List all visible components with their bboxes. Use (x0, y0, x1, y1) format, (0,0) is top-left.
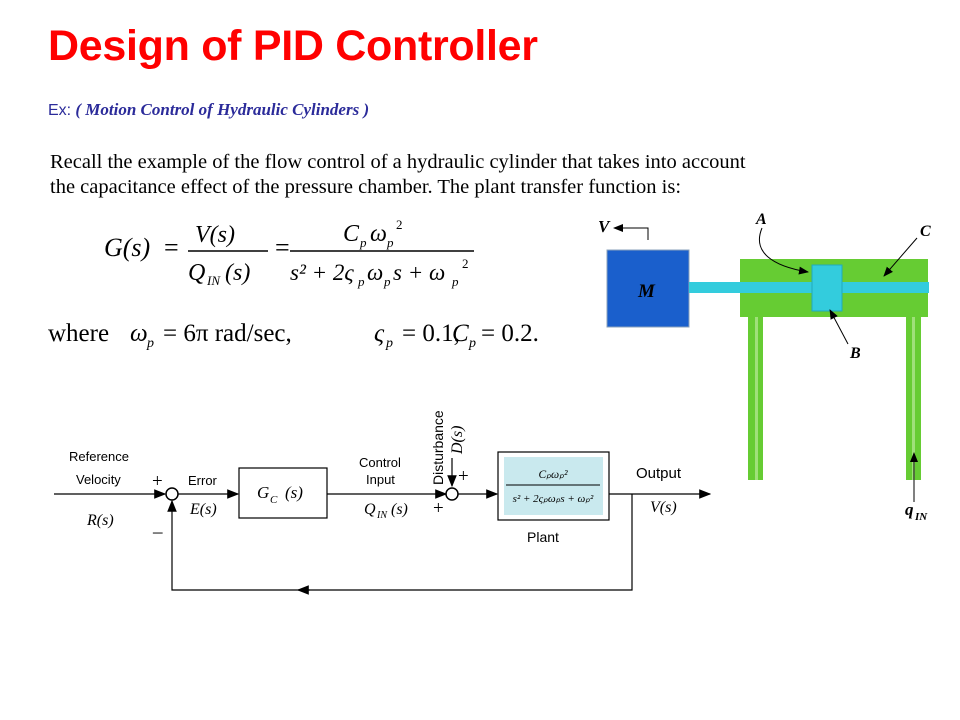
disturbance-signal: D(s) (449, 426, 466, 455)
transfer-function-equation: G(s) = V(s) Q IN (s) = C p ω p 2 s² + 2ς… (104, 217, 474, 289)
tf-den-sub-1: p (357, 274, 365, 289)
parameter-line: where ω p = 6π rad/sec, ς p = 0.1, C p =… (48, 320, 539, 351)
plant-denominator: s² + 2ςₚωₚs + ωₚ² (513, 493, 594, 505)
disturbance-label: Disturbance (430, 410, 446, 485)
feedback-path (167, 494, 633, 591)
leader-a (758, 227, 809, 275)
flow-q-sub: IN (914, 511, 928, 523)
param-c-value: = 0.2. (481, 320, 539, 347)
summer2-plus-left: + (433, 498, 444, 519)
param-zeta-value: = 0.1, (402, 320, 460, 347)
error-signal: E(s) (189, 501, 217, 518)
controller-block (238, 467, 328, 519)
param-zeta: ς (374, 320, 385, 347)
controller-sub: C (270, 494, 278, 506)
param-omega-sub: p (146, 336, 154, 351)
control-signal-sub: IN (376, 510, 388, 521)
tf-den-exp: 2 (462, 256, 469, 271)
tf-equals-2: = (275, 233, 290, 262)
reference-label-1: Reference (69, 449, 129, 464)
output-signal: V(s) (650, 499, 677, 516)
where-word: where (48, 320, 109, 347)
summer2-plus-top: + (458, 466, 469, 487)
output-label: Output (636, 465, 682, 482)
label-c: C (920, 223, 931, 240)
plant-numerator: Cₚωₚ² (538, 469, 568, 481)
summing-junction-1 (165, 487, 179, 501)
right-pipe-highlight (912, 317, 915, 480)
block-diagram: Reference Velocity R(s) + _ Error E(s) G… (54, 410, 712, 595)
tf-equals-1: = (164, 233, 179, 262)
hydraulic-cylinder-diagram: M V A C B q IN (598, 211, 931, 523)
label-a: A (755, 211, 767, 228)
summer1-minus: _ (152, 515, 163, 536)
tf-den-sub-2: p (383, 274, 391, 289)
tf-den-part1: s² + 2ς (290, 260, 354, 285)
piston-rod (689, 282, 929, 293)
mass-label: M (637, 281, 656, 302)
body-line-1: Recall the example of the flow control o… (50, 151, 746, 173)
tf-denominator-q: Q (188, 260, 205, 286)
left-pipe-highlight (755, 317, 758, 480)
controller-g: G (257, 483, 269, 502)
plant-label: Plant (527, 529, 559, 545)
tf-num-exp: 2 (396, 217, 403, 232)
tf-den-tail: s + ω (393, 260, 445, 285)
label-b: B (849, 345, 861, 362)
summer1-plus: + (152, 471, 163, 492)
controller-arg: (s) (285, 483, 303, 502)
tf-num-omega-sub: p (386, 235, 394, 250)
tf-den-sub-3: p (451, 274, 459, 289)
tf-numerator-v: V(s) (195, 222, 235, 248)
control-label-1: Control (359, 455, 401, 470)
disturbance-signal-group: D(s) (449, 426, 466, 455)
slide-title: Design of PID Controller (48, 22, 538, 70)
param-omega: ω (130, 320, 148, 347)
plant-inner (504, 457, 603, 515)
tf-num-c: C (343, 221, 360, 247)
example-heading: Ex: ( Motion Control of Hydraulic Cylind… (48, 100, 369, 120)
body-line-2: the capacitance effect of the pressure c… (50, 176, 682, 198)
leader-c (883, 237, 918, 277)
error-label: Error (188, 473, 218, 488)
velocity-arrow (613, 224, 649, 240)
param-omega-value: = 6π rad/sec, (163, 320, 292, 347)
tf-den-omega: ω (367, 260, 383, 285)
tf-lhs: G(s) (104, 233, 150, 262)
control-signal-arg: (s) (391, 501, 408, 518)
body-paragraph: Recall the example of the flow control o… (50, 150, 910, 200)
example-label: ( Motion Control of Hydraulic Cylinders … (75, 100, 370, 119)
reference-label-2: Velocity (76, 472, 121, 487)
example-prefix: Ex: (48, 102, 72, 119)
tf-num-c-sub: p (359, 235, 367, 250)
tf-denominator-q-sub: IN (206, 273, 221, 288)
flow-q-label: q (905, 500, 914, 519)
tf-num-omega: ω (370, 221, 387, 247)
velocity-label: V (598, 217, 611, 236)
leader-b (829, 309, 849, 345)
param-zeta-sub: p (385, 336, 393, 351)
control-signal-q: Q (364, 501, 376, 518)
control-label-2: Input (366, 472, 395, 487)
param-c-sub: p (468, 336, 476, 351)
param-c: C (452, 320, 469, 347)
tf-denominator-arg: (s) (225, 260, 250, 286)
disturbance-label-group: Disturbance (430, 410, 446, 485)
piston (811, 264, 843, 312)
summing-junction-2 (445, 487, 459, 501)
reference-signal: R(s) (86, 512, 114, 529)
